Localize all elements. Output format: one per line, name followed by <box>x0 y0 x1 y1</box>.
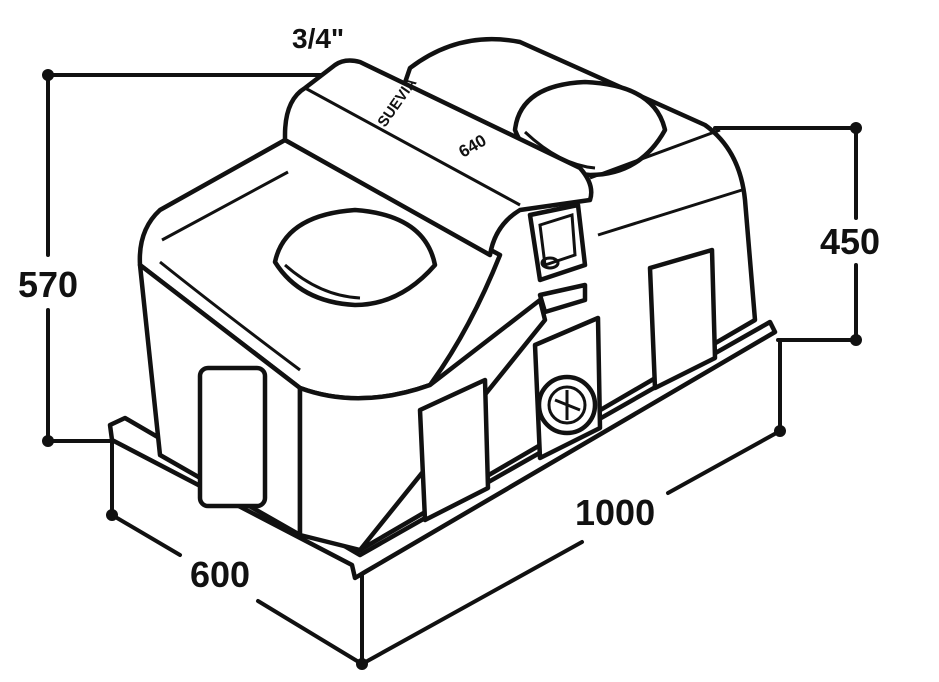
valve-handle-icon <box>554 390 581 420</box>
left-panel-window <box>197 365 268 509</box>
dimension-line <box>110 513 182 557</box>
dimension-dot <box>356 658 368 670</box>
dimension-dot <box>106 509 118 521</box>
dimension-dot <box>42 69 54 81</box>
left-dome <box>272 207 438 308</box>
dimension-line <box>666 429 782 495</box>
middle-panel-window <box>417 377 491 523</box>
drain-valve <box>532 315 603 461</box>
right-lid-edge <box>589 128 743 237</box>
dimension-1000: 1000 <box>356 338 786 670</box>
dimension-line <box>360 540 584 666</box>
dimension-label-1000: 1000 <box>575 492 655 533</box>
inlet-valve-housing <box>527 202 588 315</box>
dimension-label-570: 570 <box>18 264 78 305</box>
dimension-570: 570 <box>18 69 337 447</box>
right-panel-window <box>647 247 718 391</box>
dimension-label-450: 450 <box>820 221 880 262</box>
pipe-size-label: 3/4" <box>292 23 344 54</box>
dimension-dot <box>774 425 786 437</box>
dimension-450: 450 <box>713 122 880 346</box>
dimension-600: 600 <box>106 439 364 666</box>
left-lid-edge <box>159 170 301 372</box>
dimension-dot <box>42 435 54 447</box>
dimension-dot <box>850 122 862 134</box>
top-band-edge <box>304 86 521 207</box>
dimension-label-600: 600 <box>190 554 250 595</box>
dimension-line <box>256 599 364 666</box>
dimension-dot <box>850 334 862 346</box>
top-band <box>282 58 594 258</box>
